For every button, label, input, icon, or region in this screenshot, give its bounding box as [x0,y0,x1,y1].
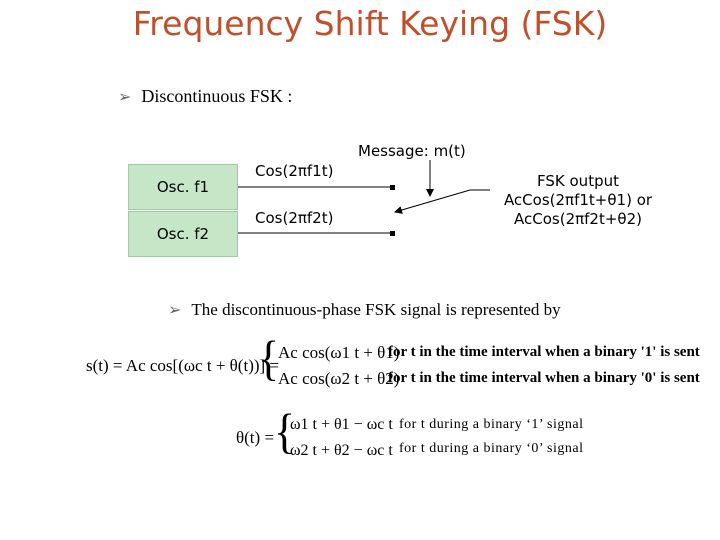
arrow-bullet-icon: ➢ [118,89,132,106]
fsk-output-option-1: AcCos(2πf1t+θ1) or [503,191,653,209]
phase-condition-1: for t during a binary ‘1’ signal [399,417,584,432]
phase-equation-brace: { [274,404,296,459]
phase-case-1: ω1 t + θ1 − ωc t [290,416,393,433]
bullet-text: Discontinuous FSK : [141,86,293,106]
signal-condition-2: for t in the time interval when a binary… [388,370,700,386]
bullet-discontinuous-fsk: ➢ Discontinuous FSK : [118,86,292,107]
fsk-output-option-2: AcCos(2πf2t+θ2) [514,210,642,228]
cos-f2-label: Cos(2πf2t) [255,209,334,227]
oscillator-f1: Osc. f1 [128,164,238,210]
switch-contact-2 [390,231,395,236]
message-label: Message: m(t) [358,142,466,160]
oscillator-f2: Osc. f2 [128,211,238,257]
page-title: Frequency Shift Keying (FSK) [132,4,608,43]
phase-case-2: ω2 t + θ2 − ωc t [290,442,393,459]
cos-f1-label: Cos(2πf1t) [255,162,334,180]
switch-arm [394,189,471,214]
signal-equation-lhs: s(t) = Ac cos[(ωc t + θ(t))] = [86,356,280,375]
bullet-phase-representation: ➢ The discontinuous-phase FSK signal is r… [168,300,561,320]
switch-contact-1 [390,185,395,190]
signal-case-2: Ac cos(ω2 t + θ2) [278,369,400,388]
signal-equation-brace: { [258,331,280,386]
signal-case-1: Ac cos(ω1 t + θ1) [278,343,400,362]
phase-equation-lhs: θ(t) = [236,428,275,447]
phase-condition-2: for t during a binary ‘0’ signal [399,441,584,456]
bullet-text: The discontinuous-phase FSK signal is re… [191,300,561,319]
arrow-bullet-icon: ➢ [168,302,182,319]
fsk-output-title: FSK output [537,172,619,190]
signal-condition-1: for t in the time interval when a binary… [388,344,700,360]
fsk-output-label: FSK output AcCos(2πf1t+θ1) or AcCos(2πf2… [488,172,668,229]
